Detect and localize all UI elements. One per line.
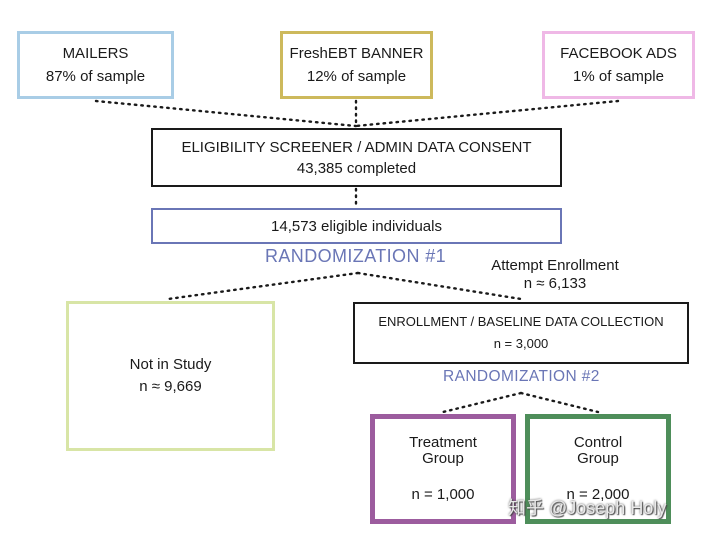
freshebt-banner-box: FreshEBT BANNER 12% of sample (280, 31, 433, 99)
screener-count: 43,385 completed (296, 159, 417, 177)
facebook-share: 1% of sample (573, 68, 664, 85)
enrollment-baseline-box: ENROLLMENT / BASELINE DATA COLLECTION n … (353, 302, 689, 364)
enrollment-n: n = 3,000 (493, 336, 549, 351)
attempt-enrollment-n: n ≈ 6,133 (523, 275, 587, 292)
attempt-enrollment-text: Attempt Enrollment (491, 257, 619, 274)
treatment-group-box: Treatment Group n = 1,000 (370, 414, 516, 524)
eligible-text: 14,573 eligible individuals (271, 217, 442, 235)
control-group-box: Control Group n = 2,000 (525, 414, 671, 524)
randomization-1-label: RANDOMIZATION #1 (265, 246, 447, 266)
connector-facebook-screener (354, 99, 620, 128)
control-title-line1: Control (573, 434, 623, 451)
facebook-ads-box: FACEBOOK ADS 1% of sample (542, 31, 695, 99)
not-in-study-n: n ≈ 9,669 (139, 378, 202, 395)
watermark-text: 知乎 @Joseph Holy (508, 498, 667, 518)
not-in-study-title: Not in Study (129, 356, 212, 373)
mailers-title: MAILERS (62, 45, 129, 62)
freshebt-share: 12% of sample (306, 68, 407, 85)
control-n: n = 2,000 (566, 486, 630, 503)
randomization-2-label: RANDOMIZATION #2 (443, 368, 600, 385)
attempt-enrollment-label: Attempt Enrollment n ≈ 6,133 (470, 257, 640, 293)
mailers-box: MAILERS 87% of sample (17, 31, 174, 99)
treatment-title-line2: Group (422, 450, 464, 467)
freshebt-title: FreshEBT BANNER (289, 45, 424, 62)
mailers-share: 87% of sample (45, 68, 146, 85)
connector-rand1-notstudy (166, 271, 360, 301)
facebook-title: FACEBOOK ADS (560, 45, 677, 62)
treatment-title-line1: Treatment (409, 434, 477, 451)
screener-title: ELIGIBILITY SCREENER / ADMIN DATA CONSEN… (181, 138, 532, 156)
treatment-n: n = 1,000 (411, 486, 475, 503)
eligibility-screener-box: ELIGIBILITY SCREENER / ADMIN DATA CONSEN… (151, 128, 562, 187)
control-title-line2: Group (577, 450, 619, 467)
connector-rand2-control (519, 391, 600, 414)
not-in-study-box: Not in Study n ≈ 9,669 (66, 301, 275, 451)
connector-rand2-treatment (441, 391, 523, 414)
enrollment-title: ENROLLMENT / BASELINE DATA COLLECTION (378, 314, 664, 329)
eligible-individuals-box: 14,573 eligible individuals (151, 208, 562, 244)
connector-mailers-screener (94, 99, 358, 128)
